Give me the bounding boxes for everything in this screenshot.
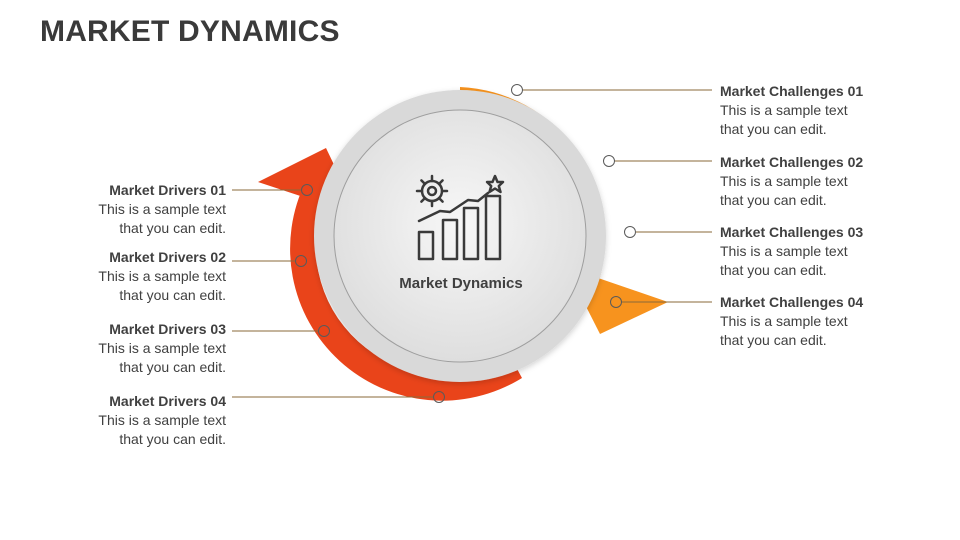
dot-challenge-4 (610, 296, 622, 308)
dot-challenge-1 (511, 84, 523, 96)
bar-3-icon (462, 206, 480, 261)
bar-4-icon (484, 194, 502, 261)
star-icon (485, 174, 505, 194)
challenge-desc-line2: that you can edit. (720, 121, 827, 137)
driver-desc-line2: that you can edit. (119, 287, 226, 303)
bar-2-icon (441, 218, 459, 261)
driver-desc-line2: that you can edit. (119, 431, 226, 447)
driver-item-3: Market Drivers 03 This is a sample text … (46, 320, 226, 377)
challenge-title: Market Challenges 04 (720, 294, 864, 310)
driver-desc-line2: that you can edit. (119, 359, 226, 375)
dot-driver-1 (301, 184, 313, 196)
inner-circle (333, 109, 587, 363)
drivers-arc (290, 181, 522, 401)
dot-driver-2 (295, 255, 307, 267)
challenge-item-3: Market Challenges 03 This is a sample te… (720, 223, 900, 280)
center-label: Market Dynamics (399, 275, 522, 292)
challenge-desc-line1: This is a sample text (720, 243, 848, 259)
growth-chart-gear-star-icon (415, 174, 505, 261)
challenge-desc-line2: that you can edit. (720, 332, 827, 348)
driver-title: Market Drivers 02 (109, 249, 226, 265)
trend-line-icon (417, 191, 490, 223)
driver-item-1: Market Drivers 01 This is a sample text … (46, 181, 226, 238)
challenge-title: Market Challenges 01 (720, 83, 864, 99)
driver-desc-line2: that you can edit. (119, 220, 226, 236)
gear-icon (415, 174, 449, 208)
challenge-item-4: Market Challenges 04 This is a sample te… (720, 293, 900, 350)
driver-desc-line1: This is a sample text (98, 201, 226, 217)
challenge-item-1: Market Challenges 01 This is a sample te… (720, 82, 900, 139)
challenge-desc-line2: that you can edit. (720, 192, 827, 208)
connectors (232, 89, 712, 398)
challenge-title: Market Challenges 02 (720, 154, 864, 170)
slide-title: MARKET DYNAMICS (40, 15, 340, 48)
challenge-desc-line2: that you can edit. (720, 262, 827, 278)
challenge-desc-line1: This is a sample text (720, 173, 848, 189)
connector-dots (295, 84, 636, 403)
driver-desc-line1: This is a sample text (98, 268, 226, 284)
driver-title: Market Drivers 04 (109, 393, 226, 409)
dot-driver-4 (433, 391, 445, 403)
driver-title: Market Drivers 01 (109, 182, 226, 198)
challenge-desc-line1: This is a sample text (720, 102, 848, 118)
driver-desc-line1: This is a sample text (98, 340, 226, 356)
driver-title: Market Drivers 03 (109, 321, 226, 337)
driver-desc-line1: This is a sample text (98, 412, 226, 428)
challenge-desc-line1: This is a sample text (720, 313, 848, 329)
dot-challenge-3 (624, 226, 636, 238)
driver-item-2: Market Drivers 02 This is a sample text … (46, 248, 226, 305)
driver-item-4: Market Drivers 04 This is a sample text … (46, 392, 226, 449)
dot-driver-3 (318, 325, 330, 337)
bar-1-icon (417, 230, 435, 261)
dot-challenge-2 (603, 155, 615, 167)
challenge-item-2: Market Challenges 02 This is a sample te… (720, 153, 900, 210)
challenge-title: Market Challenges 03 (720, 224, 864, 240)
